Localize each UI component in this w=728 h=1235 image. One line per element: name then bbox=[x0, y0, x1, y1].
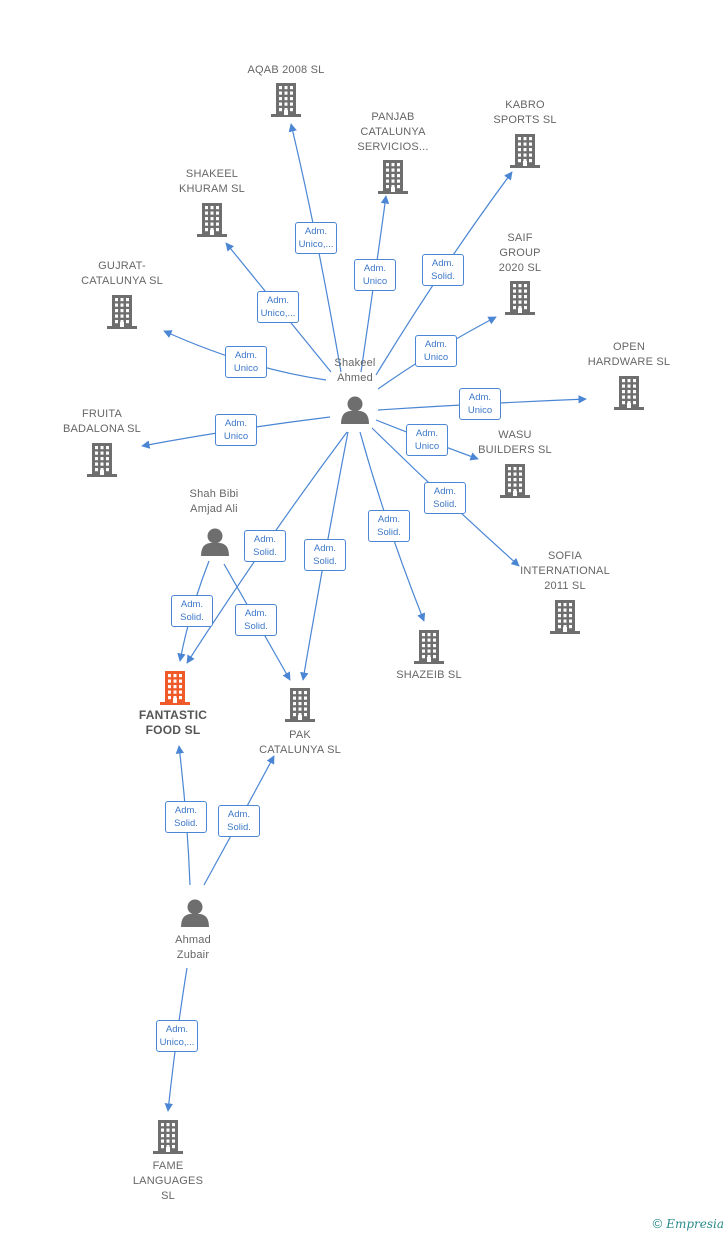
edge-label-shakeel-shazeib[interactable]: Adm. Solid. bbox=[368, 510, 410, 542]
edge-label-ahmad-fantastic[interactable]: Adm. Solid. bbox=[165, 801, 207, 833]
building-icon-fame[interactable] bbox=[153, 1120, 183, 1154]
building-icon-open[interactable] bbox=[614, 376, 644, 410]
edge-label-shakeel-kabro[interactable]: Adm. Solid. bbox=[422, 254, 464, 286]
building-icon-sofia[interactable] bbox=[550, 600, 580, 634]
building-icon-aqab[interactable] bbox=[271, 83, 301, 117]
edge-label-shakeel-shakeelk[interactable]: Adm. Unico,... bbox=[257, 291, 299, 323]
node-label-fantastic[interactable]: FANTASTIC FOOD SL bbox=[138, 708, 208, 737]
building-icon-shakeelk[interactable] bbox=[197, 203, 227, 237]
building-icon-kabro[interactable] bbox=[510, 134, 540, 168]
edge-label-ahmad-fame[interactable]: Adm. Unico,... bbox=[156, 1020, 198, 1052]
edge-label-shakeel-pak[interactable]: Adm. Solid. bbox=[304, 539, 346, 571]
node-label-shakeelk[interactable]: SHAKEEL KHURAM SL bbox=[179, 168, 245, 195]
building-icon-pak[interactable] bbox=[285, 688, 315, 722]
node-label-shahbibi[interactable]: Shah Bibi Amjad Ali bbox=[189, 488, 239, 515]
node-label-pak[interactable]: PAK CATALUNYA SL bbox=[259, 729, 341, 756]
edge-label-shakeel-panjab[interactable]: Adm. Unico bbox=[354, 259, 396, 291]
building-icon-fantastic[interactable] bbox=[160, 671, 190, 705]
person-icon-shahbibi[interactable] bbox=[201, 528, 229, 557]
copyright-symbol: © bbox=[652, 1216, 663, 1231]
building-icon-gujrat[interactable] bbox=[107, 295, 137, 329]
edge-label-shahbibi-pak[interactable]: Adm. Solid. bbox=[235, 604, 277, 636]
edge-label-shakeel-fantastic[interactable]: Adm. Solid. bbox=[244, 530, 286, 562]
node-label-panjab[interactable]: PANJAB CATALUNYA SERVICIOS... bbox=[357, 111, 429, 153]
building-icon-panjab[interactable] bbox=[378, 160, 408, 194]
edge-label-shakeel-saif[interactable]: Adm. Unico bbox=[415, 335, 457, 367]
node-label-sofia[interactable]: SOFIA INTERNATIONAL 2011 SL bbox=[520, 550, 610, 592]
footer-brand: © Empresia bbox=[653, 1216, 724, 1231]
edge-label-shakeel-open[interactable]: Adm. Unico bbox=[459, 388, 501, 420]
building-icon-fruita[interactable] bbox=[87, 443, 117, 477]
person-icon-shakeel[interactable] bbox=[341, 396, 369, 425]
building-icon-wasu[interactable] bbox=[500, 464, 530, 498]
edge-label-shakeel-wasu[interactable]: Adm. Unico bbox=[406, 424, 448, 456]
node-label-wasu[interactable]: WASU BUILDERS SL bbox=[478, 429, 552, 456]
brand-name[interactable]: Empresia bbox=[666, 1216, 724, 1231]
building-icon-shazeib[interactable] bbox=[414, 630, 444, 664]
node-label-gujrat[interactable]: GUJRAT- CATALUNYA SL bbox=[81, 260, 163, 287]
edge-label-shakeel-aqab[interactable]: Adm. Unico,... bbox=[295, 222, 337, 254]
edge-label-shakeel-fruita[interactable]: Adm. Unico bbox=[215, 414, 257, 446]
node-label-shakeel[interactable]: Shakeel Ahmed bbox=[334, 357, 376, 384]
edge-label-shahbibi-fantastic[interactable]: Adm. Solid. bbox=[171, 595, 213, 627]
node-label-ahmad[interactable]: Ahmad Zubair bbox=[175, 934, 211, 961]
node-label-fame[interactable]: FAME LANGUAGES SL bbox=[132, 1160, 204, 1202]
node-label-fruita[interactable]: FRUITA BADALONA SL bbox=[62, 408, 141, 435]
edge-label-shakeel-gujrat[interactable]: Adm. Unico bbox=[225, 346, 267, 378]
person-icon-ahmad[interactable] bbox=[181, 899, 209, 928]
node-label-kabro[interactable]: KABRO SPORTS SL bbox=[493, 99, 557, 126]
edge-label-shakeel-sofia[interactable]: Adm. Solid. bbox=[424, 482, 466, 514]
edge-label-ahmad-pak[interactable]: Adm. Solid. bbox=[218, 805, 260, 837]
building-icon-saif[interactable] bbox=[505, 281, 535, 315]
node-label-shazeib[interactable]: SHAZEIB SL bbox=[396, 669, 462, 681]
node-label-open[interactable]: OPEN HARDWARE SL bbox=[587, 341, 671, 368]
node-label-saif[interactable]: SAIF GROUP 2020 SL bbox=[498, 232, 542, 274]
node-label-aqab[interactable]: AQAB 2008 SL bbox=[247, 64, 325, 76]
